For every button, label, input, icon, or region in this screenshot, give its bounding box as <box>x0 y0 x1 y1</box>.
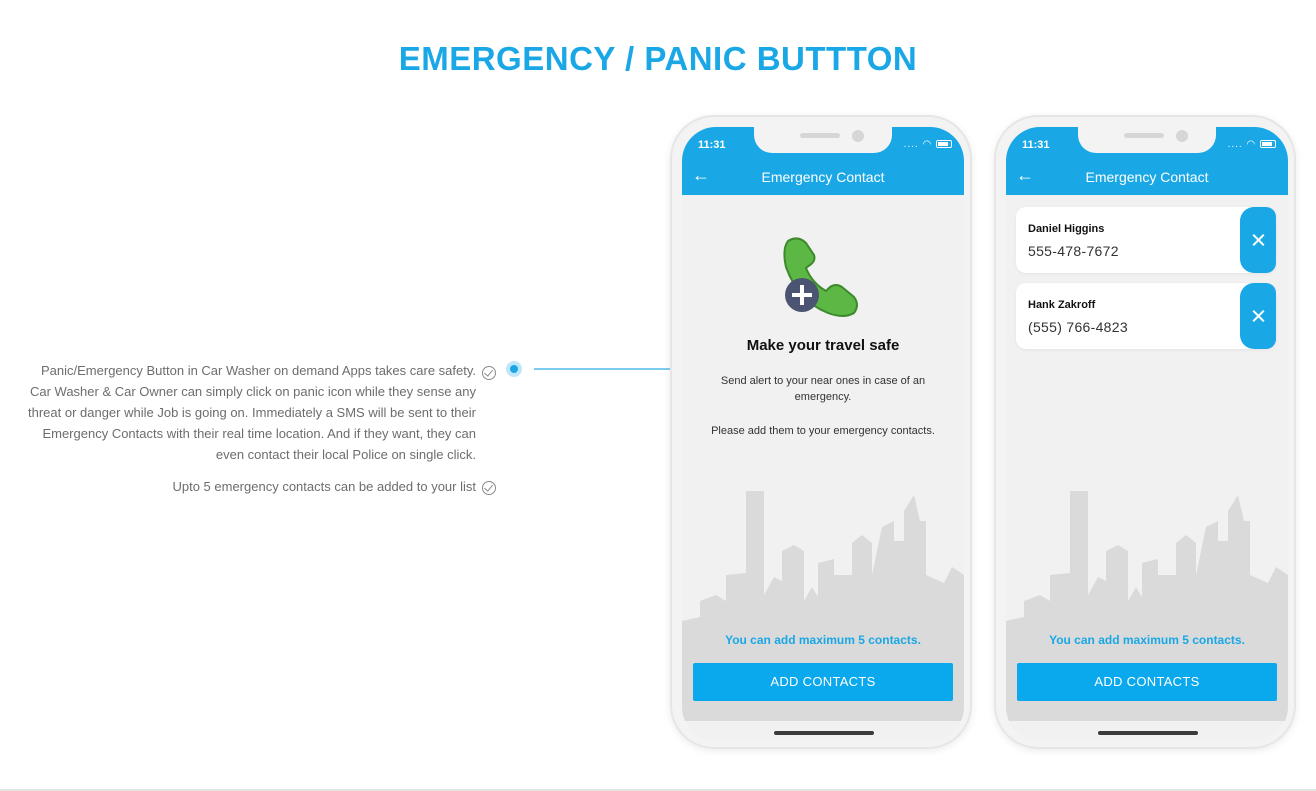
screen-title: Emergency Contact <box>1085 169 1209 185</box>
empty-state-title: Make your travel safe <box>746 337 900 354</box>
back-arrow-icon[interactable]: ← <box>692 165 710 185</box>
status-icons: .... ◠ <box>1228 139 1276 150</box>
wifi-icon: ◠ <box>1246 139 1257 150</box>
empty-state-hint: Please add them to your emergency contac… <box>711 425 935 437</box>
max-contacts-note: You can add maximum 5 contacts. <box>1049 633 1245 647</box>
status-time: 11:31 <box>698 139 726 151</box>
contact-name: Hank Zakroff <box>1028 299 1096 311</box>
app-header: 11:31 .... ◠ ← Emergency Contact <box>1006 127 1288 195</box>
signal-icon: .... <box>903 139 919 150</box>
wifi-icon: ◠ <box>922 139 933 150</box>
home-indicator <box>1098 731 1198 735</box>
speaker <box>800 133 840 138</box>
feature-note: Upto 5 emergency contacts can be added t… <box>172 479 476 494</box>
phone-mockup-empty: 11:31 .... ◠ ← Emergency Contact Make yo… <box>670 115 972 749</box>
page-title: EMERGENCY / PANIC BUTTTON <box>398 40 918 77</box>
contact-phone: (555) 766-4823 <box>1028 319 1128 335</box>
add-phone-icon <box>783 237 858 317</box>
check-circle-icon <box>482 366 496 380</box>
add-contacts-button[interactable]: ADD CONTACTS <box>693 663 953 701</box>
section-divider <box>0 789 1316 791</box>
empty-state-subtitle: Send alert to your near ones in case of … <box>720 375 926 403</box>
app-header: 11:31 .... ◠ ← Emergency Contact <box>682 127 964 195</box>
camera <box>1176 130 1188 142</box>
contact-card[interactable]: Daniel Higgins 555-478-7672 <box>1016 207 1276 273</box>
add-contacts-button[interactable]: ADD CONTACTS <box>1017 663 1277 701</box>
status-icons: .... ◠ <box>904 139 952 150</box>
connector-dot <box>506 361 522 377</box>
speaker <box>1124 133 1164 138</box>
feature-description-text: Panic/Emergency Button in Car Washer on … <box>27 363 476 462</box>
phone-mockup-contacts: 11:31 .... ◠ ← Emergency Contact Daniel … <box>994 115 1296 749</box>
contact-card[interactable]: Hank Zakroff (555) 766-4823 <box>1016 283 1276 349</box>
delete-contact-icon[interactable] <box>1240 283 1276 349</box>
contact-name: Daniel Higgins <box>1028 223 1105 235</box>
phone-notch <box>1078 127 1216 153</box>
feature-description: Panic/Emergency Button in Car Washer on … <box>20 360 476 465</box>
signal-icon: .... <box>1227 139 1243 150</box>
battery-icon <box>1260 140 1276 149</box>
delete-contact-icon[interactable] <box>1240 207 1276 273</box>
connector-line <box>534 368 674 370</box>
back-arrow-icon[interactable]: ← <box>1016 165 1034 185</box>
phone-screen: 11:31 .... ◠ ← Emergency Contact Daniel … <box>1006 127 1288 741</box>
max-contacts-note: You can add maximum 5 contacts. <box>725 633 921 647</box>
check-circle-icon <box>482 481 496 495</box>
status-time: 11:31 <box>1022 139 1050 151</box>
contact-phone: 555-478-7672 <box>1028 243 1119 259</box>
screen-title: Emergency Contact <box>761 169 885 185</box>
battery-icon <box>936 140 952 149</box>
home-indicator <box>774 731 874 735</box>
camera <box>852 130 864 142</box>
phone-notch <box>754 127 892 153</box>
phone-screen: 11:31 .... ◠ ← Emergency Contact Make yo… <box>682 127 964 741</box>
